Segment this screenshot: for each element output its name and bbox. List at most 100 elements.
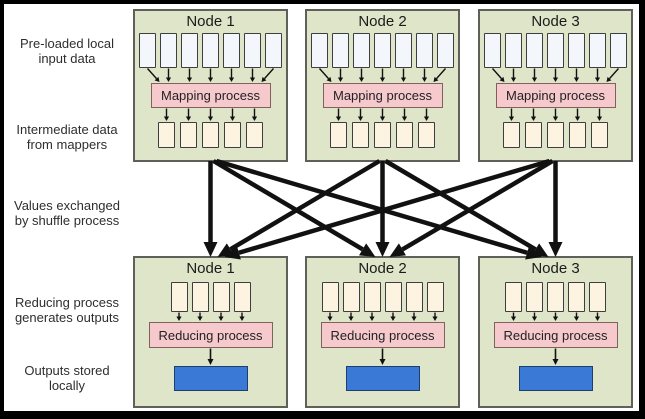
node-title: Node 2	[358, 260, 407, 277]
shuffled-data-box	[526, 282, 543, 312]
reducing-process-box: Reducing process	[320, 322, 445, 348]
mapping-process-box: Mapping process	[495, 83, 616, 108]
input-data-box	[265, 33, 282, 68]
shuffled-data-row	[135, 282, 286, 312]
input-data-box	[223, 33, 240, 68]
label-line: from mappers	[26, 137, 108, 152]
node-title: Node 3	[531, 260, 580, 277]
intermediate-data-box	[591, 122, 608, 148]
node-title: Node 3	[531, 13, 580, 30]
output-box	[518, 366, 593, 391]
input-data-box	[353, 33, 370, 68]
label-line: generates outputs	[14, 310, 120, 325]
mapper-to-intermediate-arrows	[508, 108, 603, 121]
mapper-to-intermediate-arrows	[163, 108, 258, 121]
intermediate-data-row	[135, 122, 286, 148]
map-node-1: Node 1 Mapping process	[133, 9, 288, 162]
reduce-node-2: Node 2 Reducing process	[305, 256, 460, 408]
intermediate-data-box	[396, 122, 413, 148]
reduce-node-1: Node 1 Reducing process	[133, 256, 288, 408]
label-line: Reducing process	[14, 295, 120, 310]
input-data-box	[610, 33, 627, 68]
input-to-mapper-arrows	[146, 68, 275, 82]
intermediate-data-row	[480, 122, 631, 148]
label-preloaded-input: Pre-loaded local input data	[6, 36, 128, 66]
intermediate-data-box	[503, 122, 520, 148]
input-data-box	[437, 33, 454, 68]
input-data-box	[484, 33, 501, 68]
input-data-box	[589, 33, 606, 68]
mapper-to-intermediate-arrows	[335, 108, 430, 121]
shuffled-data-row	[307, 282, 458, 312]
input-data-box	[526, 33, 543, 68]
input-data-box	[416, 33, 433, 68]
intermediate-data-box	[158, 122, 175, 148]
input-data-box	[181, 33, 198, 68]
label-line: Outputs stored	[24, 363, 110, 378]
reducer-to-output-arrow	[207, 348, 214, 365]
label-shuffle-exchange: Values exchanged by shuffle process	[6, 198, 128, 228]
input-to-mapper-arrows	[318, 68, 447, 82]
input-data-box	[244, 33, 261, 68]
input-data-box	[395, 33, 412, 68]
label-line: by shuffle process	[14, 213, 120, 228]
output-box	[173, 366, 248, 391]
input-data-row	[480, 33, 631, 68]
node-title: Node 2	[358, 13, 407, 30]
shuffled-data-box	[589, 282, 606, 312]
input-data-box	[311, 33, 328, 68]
input-data-box	[160, 33, 177, 68]
input-data-box	[547, 33, 564, 68]
map-node-2: Node 2 Mapping process	[305, 9, 460, 162]
shuffled-data-box	[233, 282, 251, 312]
intermediate-data-box	[547, 122, 564, 148]
shuffled-data-box	[191, 282, 209, 312]
input-to-mapper-arrows	[491, 68, 620, 82]
intermediate-data-box	[330, 122, 347, 148]
input-data-box	[568, 33, 585, 68]
reduce-node-3: Node 3 Reducing process	[478, 256, 633, 408]
data-to-reducer-arrows	[510, 312, 601, 321]
shuffled-data-box	[212, 282, 230, 312]
reducer-to-output-arrow	[379, 348, 386, 365]
input-data-row	[135, 33, 286, 68]
intermediate-data-box	[180, 122, 197, 148]
intermediate-data-box	[352, 122, 369, 148]
label-line: Pre-loaded local	[20, 36, 114, 51]
label-intermediate-data: Intermediate data from mappers	[6, 122, 128, 152]
shuffled-data-box	[321, 282, 339, 312]
intermediate-data-row	[307, 122, 458, 148]
intermediate-data-box	[202, 122, 219, 148]
label-outputs-stored: Outputs stored locally	[6, 363, 128, 393]
intermediate-data-box	[569, 122, 586, 148]
input-data-box	[139, 33, 156, 68]
label-line: Intermediate data	[16, 122, 118, 137]
shuffled-data-row	[480, 282, 631, 312]
data-to-reducer-arrows	[327, 312, 438, 321]
mapping-process-box: Mapping process	[322, 83, 443, 108]
reducing-process-box: Reducing process	[493, 322, 618, 348]
shuffled-data-box	[405, 282, 423, 312]
shuffled-data-box	[342, 282, 360, 312]
shuffled-data-box	[505, 282, 522, 312]
reducing-process-box: Reducing process	[148, 322, 273, 348]
data-to-reducer-arrows	[176, 312, 245, 321]
intermediate-data-box	[224, 122, 241, 148]
map-node-3: Node 3 Mapping process	[478, 9, 633, 162]
input-data-row	[307, 33, 458, 68]
shuffled-data-box	[170, 282, 188, 312]
shuffled-data-box	[568, 282, 585, 312]
label-line: locally	[48, 378, 86, 393]
input-data-box	[332, 33, 349, 68]
label-line: input data	[38, 51, 96, 66]
output-box	[345, 366, 420, 391]
intermediate-data-box	[525, 122, 542, 148]
intermediate-data-box	[418, 122, 435, 148]
input-data-box	[374, 33, 391, 68]
shuffled-data-box	[363, 282, 381, 312]
reducer-to-output-arrow	[552, 348, 559, 365]
label-reducing-outputs: Reducing process generates outputs	[6, 295, 128, 325]
intermediate-data-box	[246, 122, 263, 148]
intermediate-data-box	[374, 122, 391, 148]
